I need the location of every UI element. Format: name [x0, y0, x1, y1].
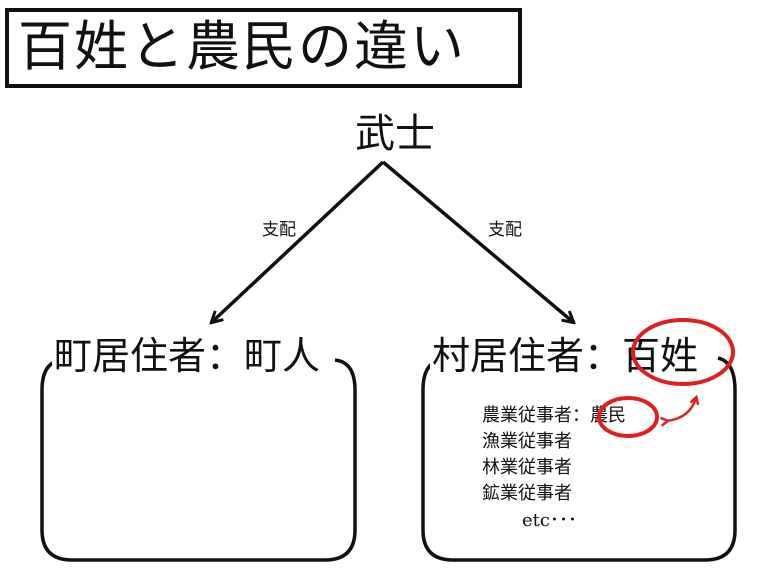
highlight-circle-nomin — [597, 396, 659, 438]
list-item: 漁業従事者 — [482, 431, 572, 452]
list-item: etc･･･ — [522, 510, 577, 531]
title-box — [5, 8, 522, 88]
page-title: 百姓と農民の違い — [18, 15, 466, 78]
villagers-header: 村居住者：百姓 — [430, 334, 701, 378]
arrow-to-townspeople — [212, 160, 385, 322]
samurai-node: 武士 — [355, 111, 435, 157]
list-item: 鉱業従事者 — [482, 483, 572, 504]
arrow-to-villagers — [381, 160, 573, 322]
list-item: 林業従事者 — [482, 457, 572, 478]
edge-label-left: 支配 — [262, 220, 296, 240]
left-group-box — [40, 358, 357, 562]
red-double-arrow — [667, 398, 696, 421]
townspeople-header: 町居住者：町人 — [52, 334, 323, 378]
list-item: 農業従事者：農民 — [482, 405, 626, 426]
right-group-box — [421, 356, 737, 562]
edge-label-right: 支配 — [488, 220, 522, 240]
highlight-circle-hyakusho — [631, 318, 735, 386]
